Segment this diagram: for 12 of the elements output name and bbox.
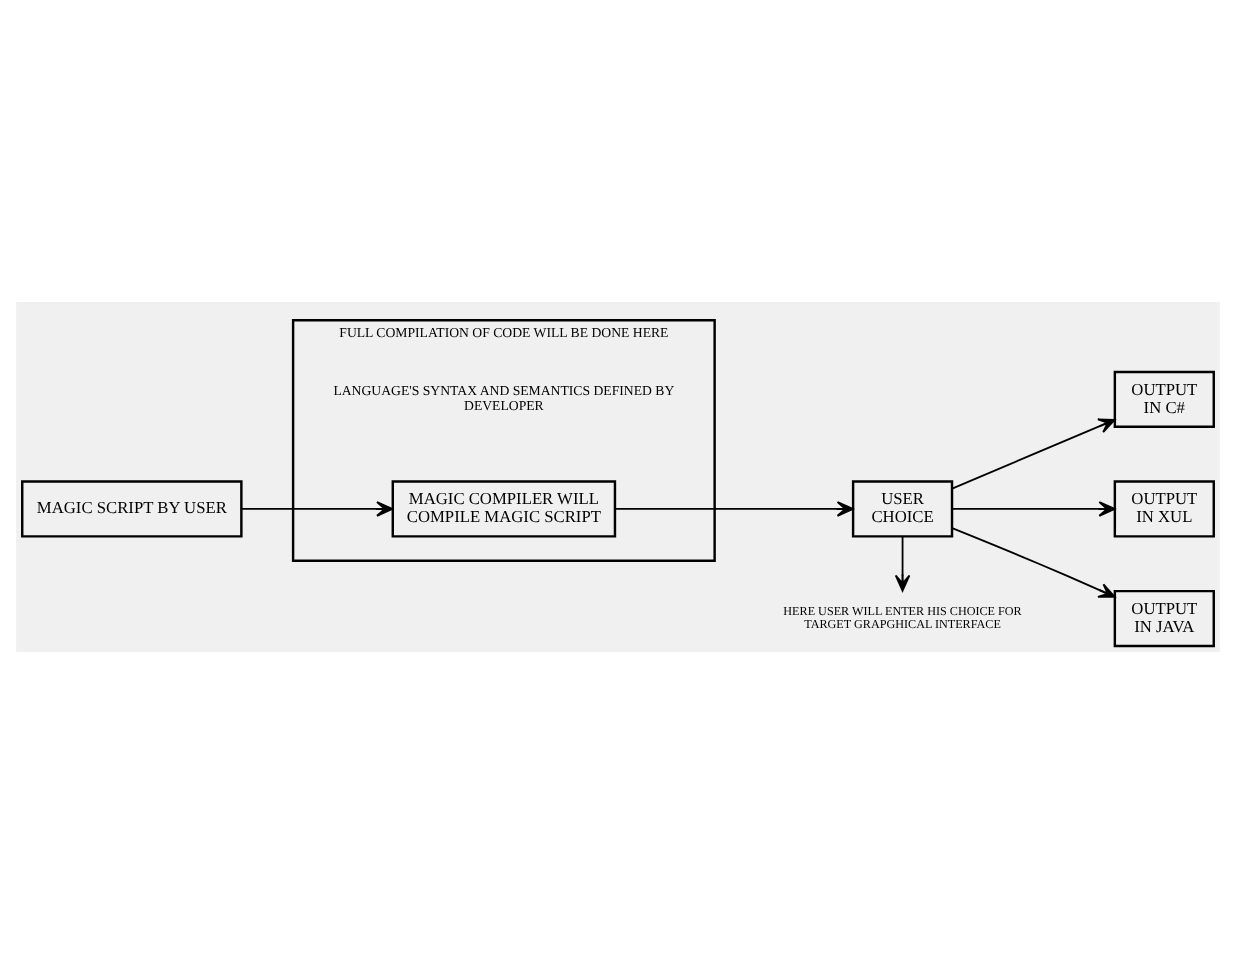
node-box: MAGIC COMPILER WILL COMPILE MAGIC SCRIPT [391,480,617,538]
arrow [240,501,394,517]
node-box: MAGIC SCRIPT BY USER [21,480,243,538]
arrow [894,535,911,592]
arrow [614,501,854,517]
arrow [951,418,1116,490]
node-box: USER CHOICE [851,480,954,538]
node-box: OUTPUT IN XUL [1113,480,1215,538]
node-box: OUTPUT IN JAVA [1113,589,1215,648]
arrow [951,527,1116,598]
node-box: OUTPUT IN C# [1113,370,1215,428]
arrow [951,501,1116,517]
